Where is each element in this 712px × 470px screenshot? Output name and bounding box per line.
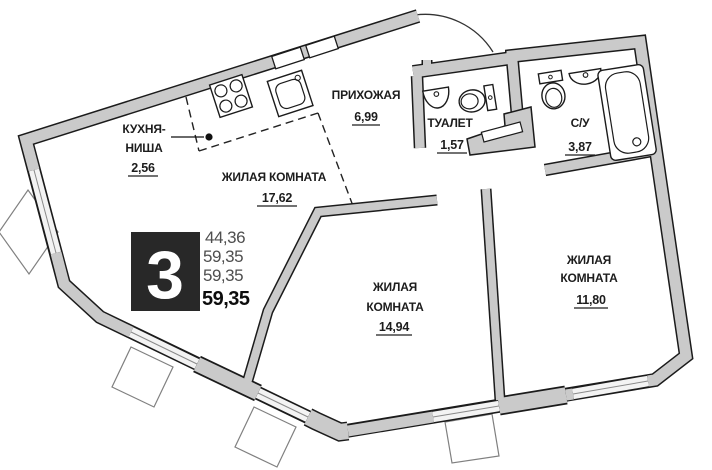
area-summary: 44,36 59,35 59,35 59,35: [202, 228, 250, 310]
wall-room1-room2-fill: [241, 196, 438, 392]
apartment-rooms-count: 3: [146, 237, 184, 313]
area-summary-total: 59,35: [202, 288, 250, 310]
balcony-outline: [111, 346, 174, 408]
toilet-icon: [537, 69, 566, 110]
kitchen-niche-dashed-line: [198, 112, 319, 152]
area-value-living-2: 14,94: [379, 320, 410, 334]
kitchen-sink-icon: [266, 69, 314, 118]
room-label-living-2: КОМНАТА: [366, 300, 424, 314]
wc-sink-icon: [421, 86, 450, 109]
room-label-hallway: ПРИХОЖАЯ: [332, 88, 401, 102]
wall-room2-room3-fill: [482, 188, 504, 401]
window-glazing-line: [130, 331, 198, 365]
wall-vent-slot: [304, 35, 340, 59]
room-label-wc: ТУАЛЕТ: [427, 116, 473, 130]
wall-wc-left-fill: [412, 75, 425, 149]
balcony-outline: [444, 413, 500, 464]
entry-door-arc: [414, 13, 494, 53]
bathtub-icon: [597, 63, 657, 162]
dashed-boundaries: [185, 96, 354, 207]
area-value-living-3: 11,80: [576, 293, 606, 307]
room-label-living-3: ЖИЛАЯ: [566, 253, 611, 267]
area-summary-value: 59,35: [203, 266, 243, 285]
balcony-outline: [234, 406, 297, 468]
wall-pier-fill: [497, 387, 568, 414]
kitchen-niche-dashed-line: [185, 96, 200, 152]
wall-wc-bath-divider-fill: [507, 55, 522, 113]
apartment-number-badge: [131, 232, 200, 311]
toilet-icon: [458, 83, 498, 113]
window-glazing-line: [257, 392, 309, 418]
kitchen-leader-dot: [205, 133, 213, 141]
wall-fill-bottom: [347, 411, 434, 437]
area-value-living-1: 17,62: [262, 191, 293, 205]
window-glazing-line: [33, 169, 57, 254]
room-label-living-2: ЖИЛАЯ: [372, 280, 417, 294]
wall-fill-bottom-right: [565, 388, 574, 401]
area-value-bathroom: 3,87: [568, 140, 592, 154]
room-label-kitchen-niche: КУХНЯ-: [122, 122, 165, 136]
room-label-bathroom: С/У: [571, 116, 591, 130]
window-glazing-line: [432, 405, 500, 418]
hallway-dashed-line: [317, 112, 354, 207]
wall-fill-corner: [304, 409, 349, 441]
area-summary-value: 59,35: [203, 247, 243, 266]
area-value-hallway: 6,99: [354, 110, 378, 124]
room-label-living-3: КОМНАТА: [560, 271, 618, 285]
area-summary-value: 44,36: [205, 228, 245, 247]
window-glazing-line: [572, 380, 649, 395]
area-value-wc: 1,57: [440, 138, 464, 152]
shaft-vent-slot: [480, 121, 524, 143]
windows: [28, 168, 649, 423]
room-label-kitchen-niche: НИША: [125, 141, 163, 155]
stove-icon: [208, 73, 254, 119]
wall-fill-diag: [50, 251, 134, 337]
wall-vent-slot: [270, 46, 306, 70]
balcony-outlines: [0, 188, 500, 468]
area-value-kitchen-niche: 2,56: [131, 161, 155, 175]
room-label-living-1: ЖИЛАЯ КОМНАТА: [221, 170, 327, 184]
